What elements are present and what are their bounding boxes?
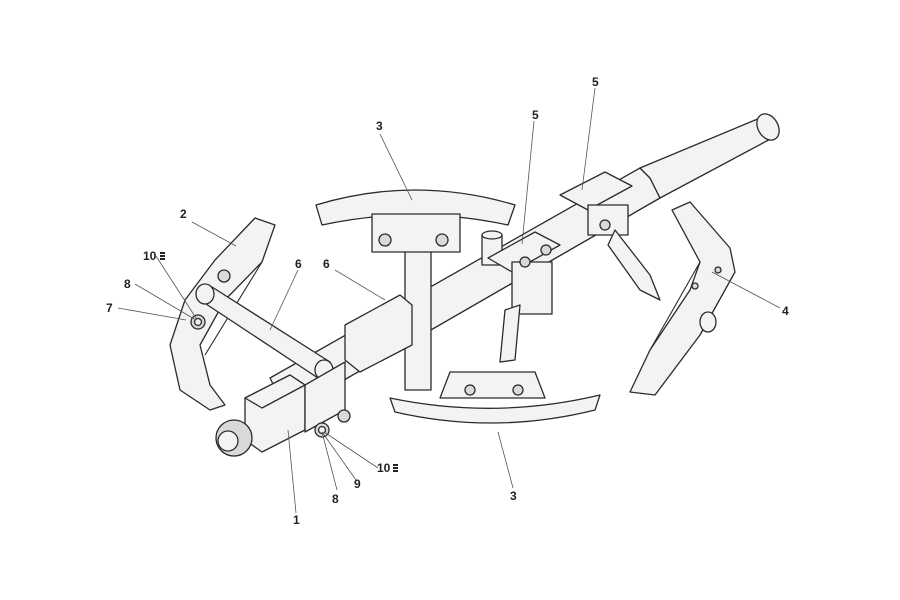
callout-9: 9 [354, 477, 361, 491]
u-bolt-clamp-right-part-5 [559, 171, 661, 301]
cross-tube-part-6 [195, 283, 334, 381]
callout-10-marks [160, 252, 398, 472]
callout-2: 2 [180, 207, 187, 221]
lower-sweep-blade-part-3 [389, 371, 601, 424]
callout-1: 1 [293, 513, 300, 527]
callout-6-center: 6 [323, 257, 330, 271]
callout-8-left: 8 [124, 277, 131, 291]
upper-sweep-blade-part-3 [315, 189, 516, 391]
mid-bracket-part-6 [344, 294, 413, 373]
rear-sleeve-part-1 [215, 374, 306, 457]
leader-lines [117, 87, 781, 514]
callout-3-bottom: 3 [510, 489, 517, 503]
callout-3-top: 3 [376, 119, 383, 133]
left-blade-bolts [190, 269, 231, 330]
callout-5-center: 5 [532, 108, 539, 122]
callout-labels: 1 2 3 3 4 5 5 6 6 7 8 8 9 10 10 [106, 75, 789, 527]
right-blade-part-4 [629, 201, 736, 396]
callout-6-left: 6 [295, 257, 302, 271]
callout-7: 7 [106, 301, 113, 315]
callout-10-bottom: 10 [377, 461, 391, 475]
callout-8-bottom: 8 [332, 492, 339, 506]
callout-4: 4 [782, 304, 789, 318]
callout-5-right: 5 [592, 75, 599, 89]
callout-10-left: 10 [143, 249, 157, 263]
u-bolt-clamp-center-part-5 [487, 231, 561, 363]
